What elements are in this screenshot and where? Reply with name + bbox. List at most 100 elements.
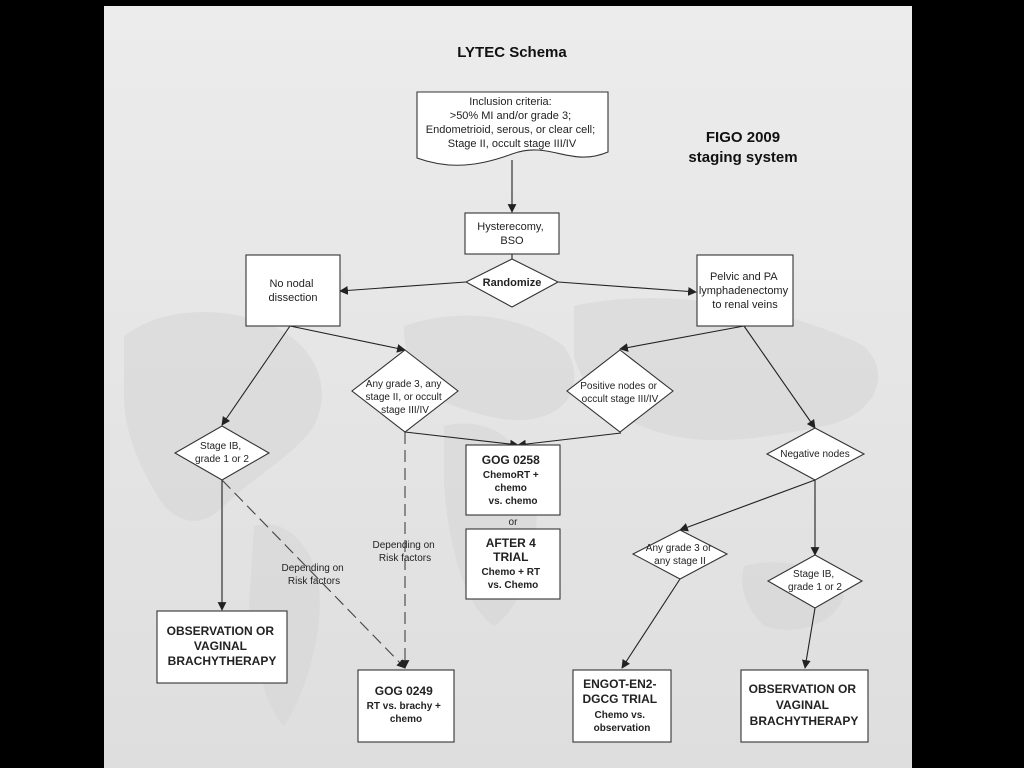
diagram-title: LYTEC Schema (457, 44, 567, 61)
edge-any-grade3-engot (621, 578, 681, 669)
stage-ib-right-line-1: Stage IB, (793, 569, 834, 580)
randomize-diamond: Randomize (464, 258, 560, 308)
stage-ib-left-line-2: grade 1 or 2 (195, 454, 249, 465)
svg-text:Inclusion criteria: >50%: Inclusion criteria: >50% MI and/or grade… (426, 96, 598, 150)
stage-ib-right-diamond: Stage IB, grade 1 or 2 (766, 554, 864, 609)
pelvic-pa-box: Pelvic and PA lymphadenectomy to renal v… (696, 254, 794, 327)
observation-right-line-2: VAGINAL (776, 698, 829, 712)
negative-nodes-diamond: Negative nodes (765, 427, 866, 481)
gog0249-line-1: GOG 0249 (375, 684, 433, 698)
positive-nodes-diamond: Positive nodes or occult stage III/IV (566, 349, 674, 433)
svg-text:Pelvic and PA lymphadene: Pelvic and PA lymphadenectomy to renal v… (699, 271, 791, 311)
svg-text:Positive nodes or occult: Positive nodes or occult stage III/IV (580, 381, 660, 405)
no-nodal-dissection-box: No nodal dissection (245, 254, 341, 327)
any-grade3-left-diamond: Any grade 3, any stage II, or occult sta… (351, 349, 459, 433)
after4-line-1: AFTER 4 (486, 536, 536, 550)
observation-left-line-2: VAGINAL (194, 639, 247, 653)
edge-negative-any-grade3 (679, 479, 816, 532)
inclusion-line-3: Endometrioid, serous, or clear cell; (426, 124, 595, 136)
edge-pelvic-negative (743, 325, 816, 429)
edge-no-nodal-any-grade3 (289, 325, 406, 353)
inclusion-line-2: >50% MI and/or grade 3; (450, 110, 571, 122)
inclusion-criteria-box: Inclusion criteria: >50% MI and/or grade… (416, 91, 609, 166)
negative-nodes-label: Negative nodes (780, 449, 850, 460)
randomize-label: Randomize (483, 277, 542, 289)
after4-line-3: Chemo + RT (481, 567, 540, 578)
observation-left-line-1: OBSERVATION OR (167, 624, 275, 638)
gog0249-line-3: chemo (390, 714, 422, 725)
no-nodal-line-1: No nodal (269, 278, 313, 290)
hysterectomy-line-1: Hysterecomy, (477, 221, 543, 233)
pelvic-line-1: Pelvic and PA (710, 271, 778, 283)
gog0258-line-4: vs. chemo (489, 496, 538, 507)
any-grade3-left-line-3: stage III/IV (381, 405, 429, 416)
after4-trial-box: AFTER 4 TRIAL Chemo + RT vs. Chemo (465, 528, 561, 600)
risk-mid-line-1: Depending on (372, 540, 434, 551)
or-label: or (509, 517, 519, 528)
risk-factors-mid-label: Depending on Risk factors (372, 540, 437, 564)
observation-right-line-3: BRACHYTHERAPY (750, 714, 859, 728)
positive-nodes-line-2: occult stage III/IV (582, 394, 659, 405)
svg-text:Hysterecomy, BSO: Hysterecomy, BSO (477, 221, 546, 247)
dashed-connectors (221, 432, 410, 669)
gog0258-line-2: ChemoRT + (483, 470, 539, 481)
svg-text:Any grade 3, any stage I: Any grade 3, any stage II, or occult sta… (366, 379, 445, 416)
observation-right-box: OBSERVATION OR VAGINAL BRACHYTHERAPY (740, 669, 869, 743)
engot-line-3: Chemo vs. (594, 710, 645, 721)
figo-line-1: FIGO 2009 (706, 129, 780, 146)
gog0258-line-3: chemo (495, 483, 527, 494)
svg-text:No nodal dissection: No nodal dissection (269, 278, 318, 304)
edge-pelvic-positive (619, 325, 745, 352)
inclusion-line-4: Stage II, occult stage III/IV (448, 138, 577, 150)
hysterectomy-line-2: BSO (500, 235, 524, 247)
inclusion-line-1: Inclusion criteria: (469, 96, 552, 108)
edge-stage-ib-gog0249 (221, 479, 406, 669)
any-grade3-left-line-2: stage II, or occult (366, 392, 442, 403)
engot-box: ENGOT-EN2- DGCG TRIAL Chemo vs. observat… (572, 669, 672, 743)
any-grade3-right-line-1: Any grade 3 or (646, 543, 712, 554)
svg-text:Stage IB, grade 1 or 2: Stage IB, grade 1 or 2 (195, 441, 249, 465)
observation-left-box: OBSERVATION OR VAGINAL BRACHYTHERAPY (156, 610, 288, 684)
any-grade3-left-line-1: Any grade 3, any (366, 379, 442, 390)
svg-text:GOG 0258 ChemoRT +: GOG 0258 ChemoRT + chemo vs. chemo (482, 451, 544, 507)
pelvic-line-2: lymphadenectomy (699, 285, 789, 297)
engot-line-1: ENGOT-EN2- (583, 677, 656, 691)
engot-line-2: DGCG TRIAL (582, 692, 657, 706)
no-nodal-line-2: dissection (269, 292, 318, 304)
gog0249-box: GOG 0249 RT vs. brachy + chemo (357, 669, 455, 743)
stage-ib-left-diamond: Stage IB, grade 1 or 2 (173, 425, 271, 481)
after4-line-4: vs. Chemo (488, 580, 539, 591)
pelvic-line-3: to renal veins (712, 299, 778, 311)
after4-line-2: TRIAL (493, 550, 528, 564)
svg-text:GOG 0249 RT vs. brachy +: GOG 0249 RT vs. brachy + chemo (367, 682, 446, 725)
svg-text:Stage IB, grade 1 or 2: Stage IB, grade 1 or 2 (788, 569, 842, 593)
gog0258-box: GOG 0258 ChemoRT + chemo vs. chemo (465, 444, 561, 516)
risk-left-line-2: Risk factors (288, 576, 340, 587)
figo-line-2: staging system (688, 149, 797, 166)
stage-ib-right-line-2: grade 1 or 2 (788, 582, 842, 593)
any-grade3-right-line-2: any stage II (654, 556, 706, 567)
positive-nodes-line-1: Positive nodes or (580, 381, 657, 392)
observation-left-line-3: BRACHYTHERAPY (168, 654, 277, 668)
svg-text:Any grade 3 or any stage: Any grade 3 or any stage II (646, 543, 714, 567)
gog0249-line-2: RT vs. brachy + (367, 701, 441, 712)
observation-right-line-1: OBSERVATION OR (749, 682, 857, 696)
edge-positive-gog0258 (517, 432, 622, 449)
svg-text:OBSERVATION OR VAGINAL: OBSERVATION OR VAGINAL BRACHYTHERAPY (167, 624, 278, 668)
gog0258-line-1: GOG 0258 (482, 453, 540, 467)
edge-randomize-pelvic (557, 281, 697, 296)
edge-stage-ib-observation-right (801, 607, 816, 669)
hysterectomy-box: Hysterecomy, BSO (464, 212, 560, 255)
svg-text:OBSERVATION OR VAGINAL: OBSERVATION OR VAGINAL BRACHYTHERAPY (749, 682, 860, 728)
engot-line-4: observation (594, 723, 651, 734)
edge-no-nodal-stage-ib (221, 325, 291, 426)
any-grade3-right-diamond: Any grade 3 or any stage II (631, 529, 729, 580)
svg-text:AFTER 4 TRIAL Chem: AFTER 4 TRIAL Chemo + RT vs. Chemo (481, 534, 544, 591)
risk-mid-line-2: Risk factors (379, 553, 431, 564)
edge-any-grade3-gog0258 (404, 431, 519, 449)
risk-left-line-1: Depending on (281, 563, 343, 574)
edge-randomize-no-nodal (339, 281, 467, 295)
connectors (217, 160, 820, 669)
risk-factors-left-label: Depending on Risk factors (281, 563, 346, 587)
